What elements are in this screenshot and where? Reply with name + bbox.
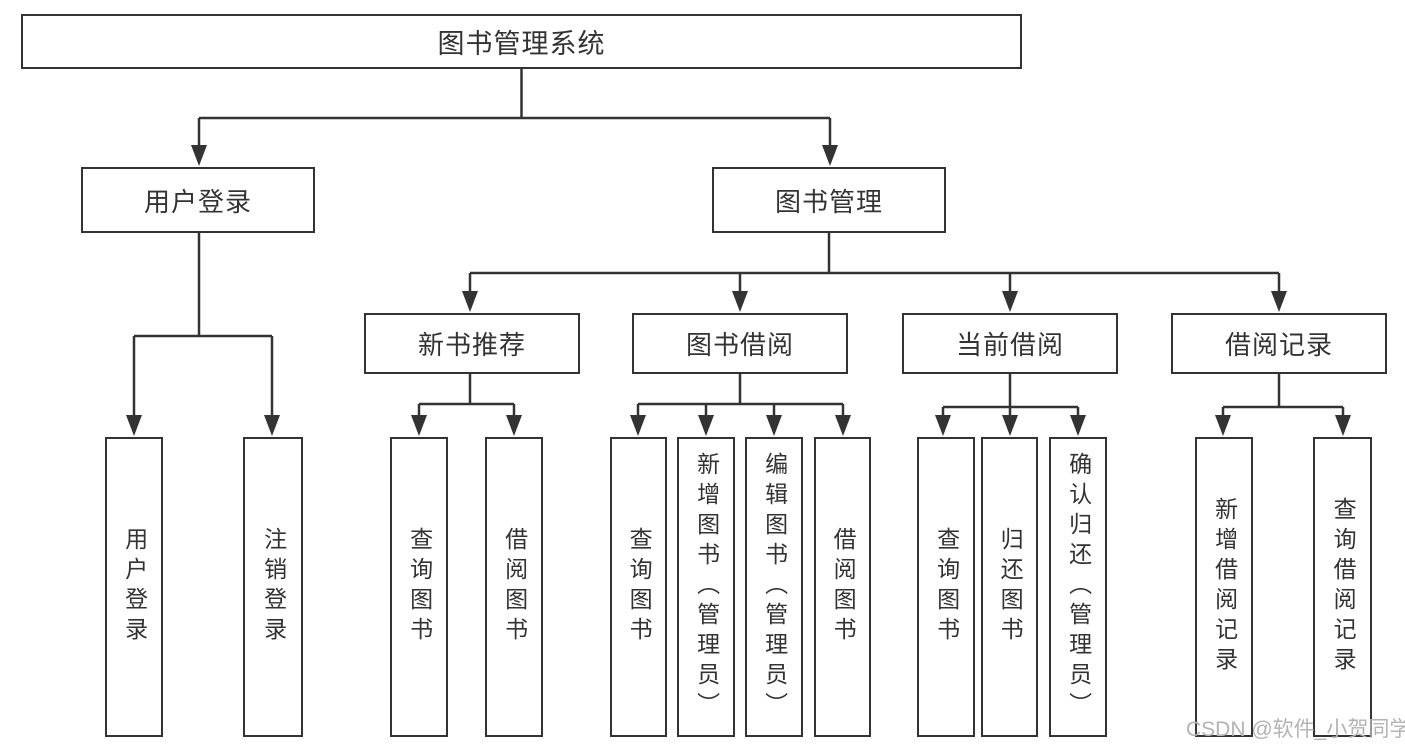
node-library-management-system: 图书管理系统 — [21, 14, 1022, 69]
leaf-label: 编辑图书（管理员） — [761, 452, 788, 722]
node-label: 当前借阅 — [955, 330, 1064, 360]
node-borrow-records: 借阅记录 — [1171, 313, 1387, 374]
leaf-label: 用户登录 — [121, 527, 148, 647]
leaf-label: 查询图书 — [626, 527, 653, 647]
node-book-management: 图书管理 — [712, 167, 946, 233]
leaf-logout: 注销登录 — [243, 437, 303, 737]
node-label: 图书借阅 — [685, 330, 794, 360]
leaf-label: 查询借阅记录 — [1330, 497, 1357, 677]
leaf-confirm-return-admin: 确认归还（管理员） — [1049, 437, 1107, 737]
node-current-borrow: 当前借阅 — [902, 313, 1118, 374]
node-label: 用户登录 — [143, 186, 252, 217]
node-new-book-recommend: 新书推荐 — [364, 313, 580, 374]
leaf-edit-book-admin: 编辑图书（管理员） — [745, 437, 803, 737]
watermark: CSDN @软件_小贺同学 — [1186, 718, 1405, 741]
leaf-label: 确认归还（管理员） — [1065, 452, 1092, 722]
node-label: 图书管理系统 — [437, 29, 606, 59]
leaf-label: 新增图书（管理员） — [693, 452, 720, 722]
leaf-return-book: 归还图书 — [981, 437, 1038, 737]
leaf-label: 查询图书 — [406, 527, 433, 647]
leaf-label: 注销登录 — [260, 527, 287, 647]
node-label: 借阅记录 — [1224, 330, 1333, 360]
leaf-user-login: 用户登录 — [105, 437, 163, 737]
leaf-query-books-2: 查询图书 — [610, 437, 667, 737]
leaf-label: 新增借阅记录 — [1211, 497, 1238, 677]
leaf-add-book-admin: 新增图书（管理员） — [677, 437, 735, 737]
leaf-add-borrow-record: 新增借阅记录 — [1195, 437, 1253, 737]
leaf-query-books-1: 查询图书 — [390, 437, 448, 737]
leaf-borrow-books-2: 借阅图书 — [814, 437, 871, 737]
node-label: 图书管理 — [774, 186, 883, 217]
leaf-borrow-books-1: 借阅图书 — [485, 437, 543, 737]
leaf-label: 查询图书 — [933, 527, 960, 647]
leaf-query-books-3: 查询图书 — [917, 437, 975, 737]
leaf-label: 借阅图书 — [830, 527, 857, 647]
node-user-login: 用户登录 — [81, 167, 315, 233]
node-book-borrow: 图书借阅 — [632, 313, 848, 374]
leaf-query-borrow-record: 查询借阅记录 — [1313, 437, 1372, 737]
leaf-label: 借阅图书 — [501, 527, 528, 647]
node-label: 新书推荐 — [417, 330, 526, 360]
leaf-label: 归还图书 — [997, 527, 1024, 647]
